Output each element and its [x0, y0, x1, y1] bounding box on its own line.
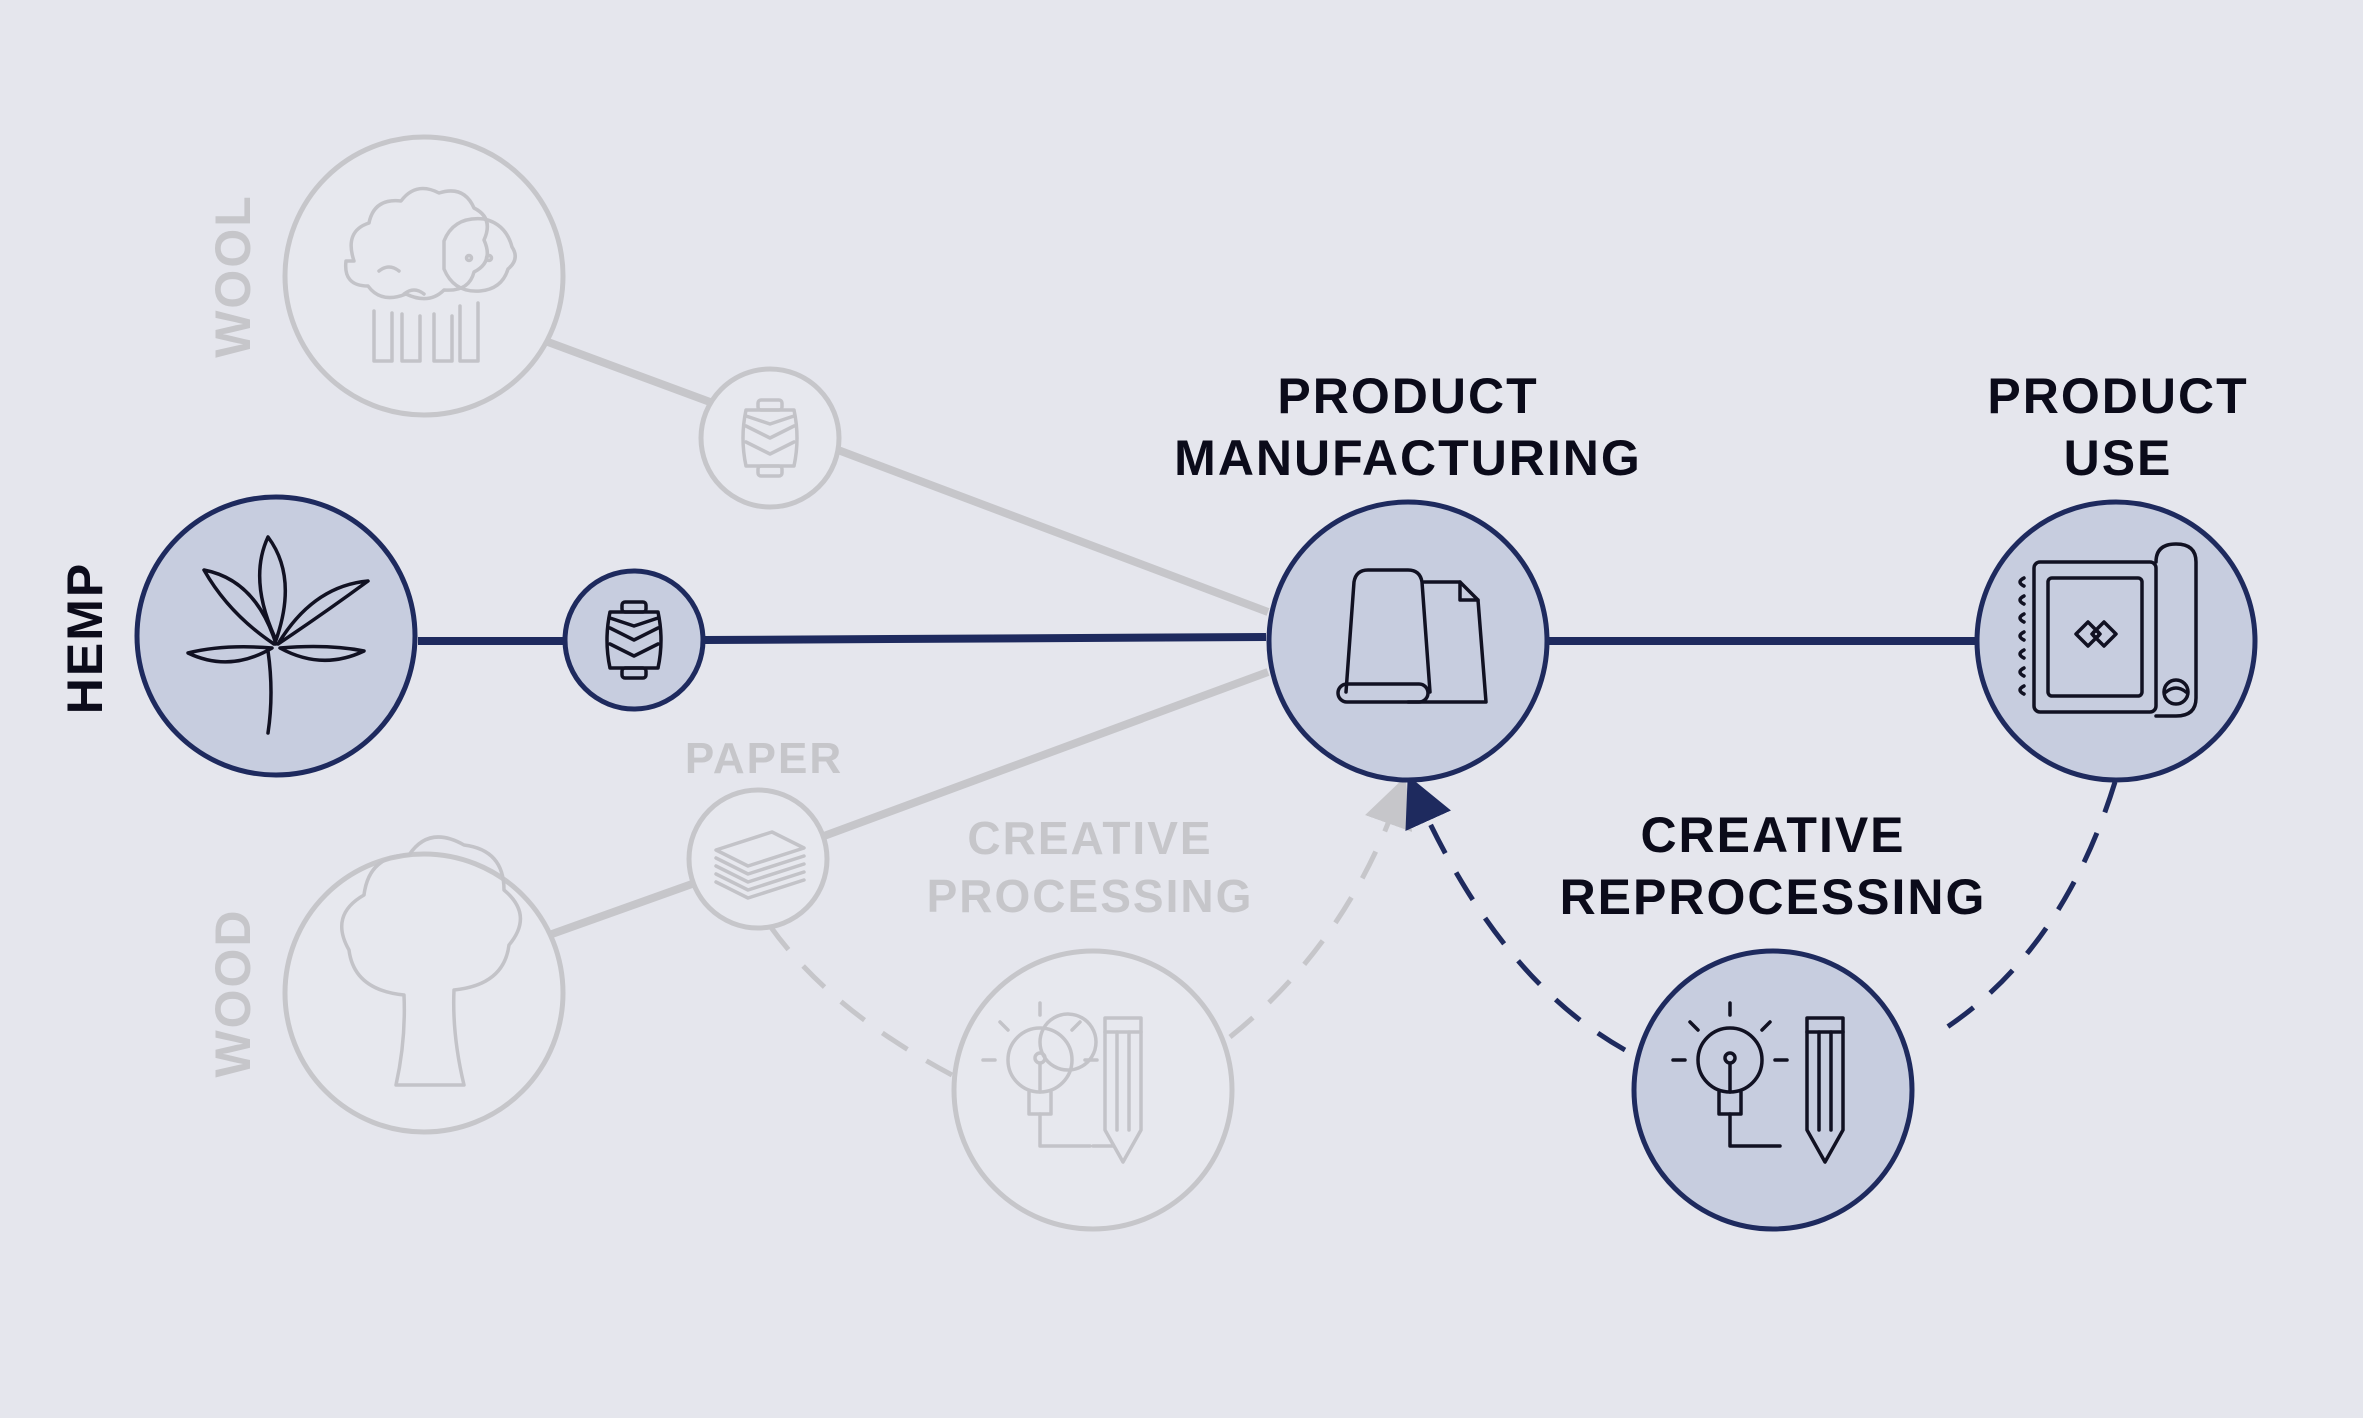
yarn-spool-icon [741, 398, 799, 478]
fabric-roll-icon [1336, 568, 1488, 704]
paper-stack-icon [714, 830, 806, 900]
label-product-manufacturing-line2: MANUFACTURING [1174, 430, 1642, 486]
connector-paper-to-creative-processing [767, 924, 954, 1078]
hemp-leaf-icon [186, 535, 370, 735]
label-creative-processing-line2: PROCESSING [927, 870, 1254, 922]
label-product-manufacturing-line1: PRODUCT [1277, 368, 1538, 424]
node-creative-reprocessing: CREATIVE REPROCESSING [1560, 807, 1987, 1232]
active-connectors [418, 633, 2118, 1053]
node-hemp: HEMP [57, 494, 418, 778]
faded-connectors [546, 338, 1413, 1078]
label-hemp: HEMP [57, 562, 113, 714]
connector-creative-processing-to-manufacturing [1228, 776, 1413, 1039]
node-product-use: PRODUCT USE [1974, 368, 2258, 783]
label-creative-reprocessing-line1: CREATIVE [1640, 807, 1905, 863]
node-product-manufacturing: PRODUCT MANUFACTURING [1174, 368, 1642, 783]
label-paper: PAPER [685, 734, 843, 783]
node-hemp-yarn [562, 568, 706, 712]
connector-product-use-to-reprocessing [1928, 781, 2118, 1041]
node-wool-yarn [698, 366, 842, 510]
notebook-scroll-icon [2018, 542, 2198, 718]
tree-icon [340, 835, 523, 1087]
node-paper: PAPER [685, 734, 843, 931]
connector-wool-yarn-to-manufacturing [836, 446, 1270, 616]
node-creative-processing: CREATIVE PROCESSING [927, 812, 1254, 1232]
label-creative-processing-line1: CREATIVE [967, 812, 1212, 864]
label-product-use-line2: USE [2064, 430, 2173, 486]
connector-wool-to-wool-yarn [546, 338, 712, 406]
label-product-use-line1: PRODUCT [1987, 368, 2248, 424]
connector-wood-to-paper [550, 880, 694, 938]
lightbulb-pencil-icon [1671, 1001, 1845, 1164]
node-wool: WOOL [205, 134, 566, 418]
label-wood: WOOD [205, 908, 261, 1077]
lightbulb-pencil-icon [981, 1001, 1143, 1164]
label-wool: WOOL [205, 194, 261, 358]
label-creative-reprocessing-line2: REPROCESSING [1560, 869, 1987, 925]
yarn-spool-icon [605, 600, 663, 680]
node-wood: WOOD [205, 835, 566, 1135]
connector-hemp-yarn-to-manufacturing [704, 633, 1267, 644]
sheep-icon [343, 186, 517, 363]
connector-reprocessing-to-manufacturing [1405, 775, 1627, 1053]
connector-paper-to-manufacturing [822, 668, 1270, 840]
